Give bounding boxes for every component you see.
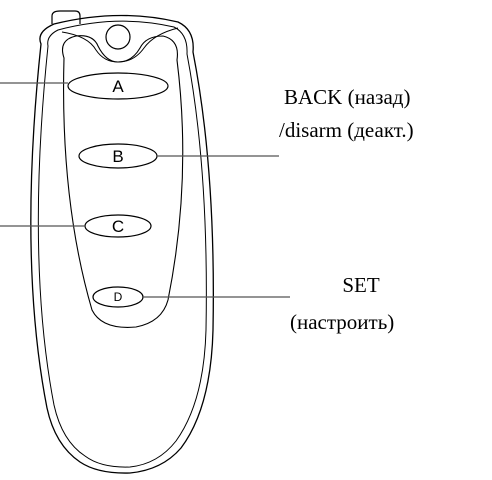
- back-label-subtitle: /disarm (деакт.): [279, 118, 414, 142]
- remote-inner-body: [37, 20, 207, 468]
- keyring-loop: [51, 10, 81, 24]
- button-d-letter: D: [114, 290, 123, 304]
- button-b-letter: B: [112, 147, 123, 166]
- set-label-subtitle: (настроить): [290, 310, 395, 334]
- button-a[interactable]: [67, 72, 169, 100]
- remote-outer-body: [30, 14, 214, 474]
- top-recess: [61, 27, 179, 63]
- back-label-title: BACK (назад): [284, 85, 411, 109]
- led-indicator-icon: [105, 24, 131, 50]
- button-panel: [61, 35, 184, 328]
- set-label-title: SET: [342, 273, 380, 297]
- button-a-letter: A: [112, 77, 124, 96]
- button-c-letter: C: [112, 217, 124, 236]
